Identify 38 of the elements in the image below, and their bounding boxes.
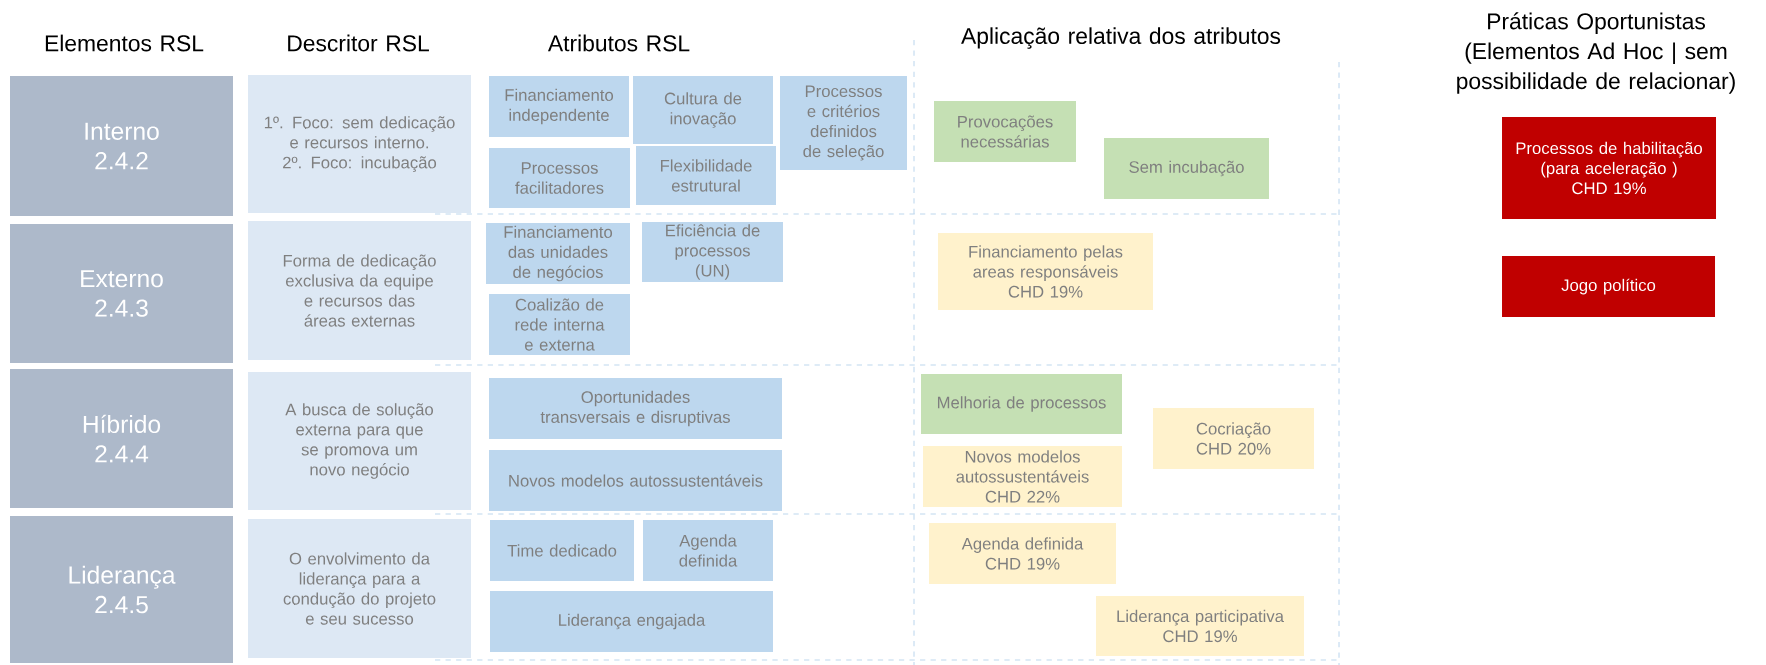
attribute-box: Flexibilidade estrutural	[636, 146, 776, 205]
attribute-box: Financiamento independente	[489, 76, 629, 137]
practice-box: Jogo político	[1502, 256, 1715, 317]
column-heading: Elementos RSL	[45, 34, 204, 52]
attribute-box: Novos modelos autossustentáveis	[489, 450, 782, 511]
attribute-box: Oportunidades transversais e disruptivas	[489, 378, 782, 439]
attribute-box: Novos modelos autossustentáveis CHD 22%	[923, 446, 1122, 507]
attribute-box: Financiamento pelas areas responsáveis CHD 19%	[938, 233, 1153, 310]
column-heading: Aplicação relativa dos atributos	[961, 27, 1281, 49]
practice-box: Processos de habilitação (para aceleração ) CHD 19%	[1502, 117, 1716, 219]
attribute-box: Cocriação CHD 20%	[1153, 408, 1314, 469]
column-heading: Descritor RSL	[288, 34, 429, 52]
attribute-box: Agenda definida	[643, 520, 773, 581]
descriptor-box: O envolvimento da liderança para a condução do projeto e seu sucesso	[248, 519, 471, 658]
column-heading: Práticas Oportunistas (Elementos Ad Hoc | sem possibilidade de relacionar)	[1457, 12, 1735, 94]
attribute-box: Processos facilitadores	[489, 148, 630, 208]
attribute-box: Liderança participativa CHD 19%	[1096, 596, 1304, 656]
attribute-box: Processos e critérios definidos de seleção	[780, 76, 907, 170]
attribute-box: Financiamento das unidades de negócios	[486, 223, 630, 284]
attribute-box: Sem incubação	[1104, 138, 1269, 199]
descriptor-box: Forma de dedicação exclusiva da equipe e recursos das áreas externas	[248, 221, 471, 360]
element-box: Liderança 2.4.5	[10, 516, 233, 663]
node-label: Flexibilidade estrutural	[660, 159, 752, 192]
column-heading: Atributos RSL	[547, 34, 690, 52]
node-label: Cultura de inovação	[664, 92, 742, 128]
element-box: Externo 2.4.3	[10, 224, 233, 363]
attribute-box: Coalizão de rede interna e externa	[489, 294, 630, 355]
attribute-box: Melhoria de processos	[921, 374, 1122, 434]
attribute-box: Time dedicado	[490, 520, 634, 581]
attribute-box: Provocações necessárias	[934, 101, 1076, 162]
element-box: Interno 2.4.2	[10, 76, 233, 216]
attribute-box: Cultura de inovação	[633, 76, 773, 144]
attribute-box: Liderança engajada	[490, 591, 773, 652]
element-box: Híbrido 2.4.4	[10, 369, 233, 508]
attribute-box: Agenda definida CHD 19%	[929, 523, 1116, 584]
attribute-box: Eficiência de processos (UN)	[642, 222, 783, 282]
descriptor-box: 1º. Foco: sem dedicação e recursos interno. 2º. Foco: incubação	[248, 75, 471, 213]
descriptor-box: A busca de solução externa para que se promova um novo negócio	[248, 372, 471, 510]
